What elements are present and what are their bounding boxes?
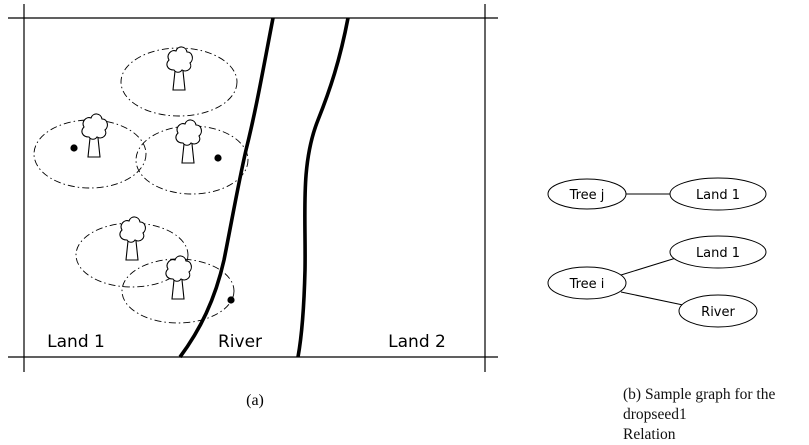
figure: Land 1 River Land 2 (a) Tree j Land 1 La… [8,4,767,409]
region-label-land2: Land 2 [388,332,446,352]
graph-node-tree-j [547,178,627,210]
tree-neighborhood-ellipse [33,119,147,189]
graph-node-land1 [669,177,767,211]
graph-node-river [678,294,758,328]
graph-node-tree-i-label: Tree i [569,277,605,292]
tree-icon [81,113,108,158]
sample-point [70,144,78,152]
graph-node-land1 [669,235,767,269]
graph-edge [620,291,684,306]
map-panel: Land 1 River Land 2 (a) [8,4,498,409]
tree-neighborhood-ellipse [75,222,189,288]
caption-b-line1: (b) Sample graph for the dropseed1 [623,386,776,423]
caption-b-line2: Relation [623,426,676,443]
region-label-land1: Land 1 [47,332,105,352]
graph-node-tree-j-label: Tree j [569,188,605,203]
graph-node-river-label: River [701,305,735,320]
river-left-bank [178,17,275,359]
tree-icon [175,119,202,164]
caption-b: (b) Sample graph for the dropseed1 Relat… [623,385,808,445]
caption-a: (a) [246,392,264,409]
tree-neighborhood-ellipse [135,125,249,195]
sample-point [214,154,222,162]
graph-node-land1-label: Land 1 [696,188,740,203]
graph-node-tree-i [547,266,627,300]
graph-node-land1-label: Land 1 [696,246,740,261]
graph-edge [620,257,677,276]
tree-icon [166,46,193,91]
river-right-bank [296,17,350,358]
sample-point [227,296,235,304]
tree-icon [119,216,146,261]
tree-icon [165,255,192,300]
tree-neighborhood-ellipse [121,258,235,324]
region-label-river: River [218,332,262,352]
relation-graph: Tree j Land 1 Land 1 Tree i River [547,177,767,328]
